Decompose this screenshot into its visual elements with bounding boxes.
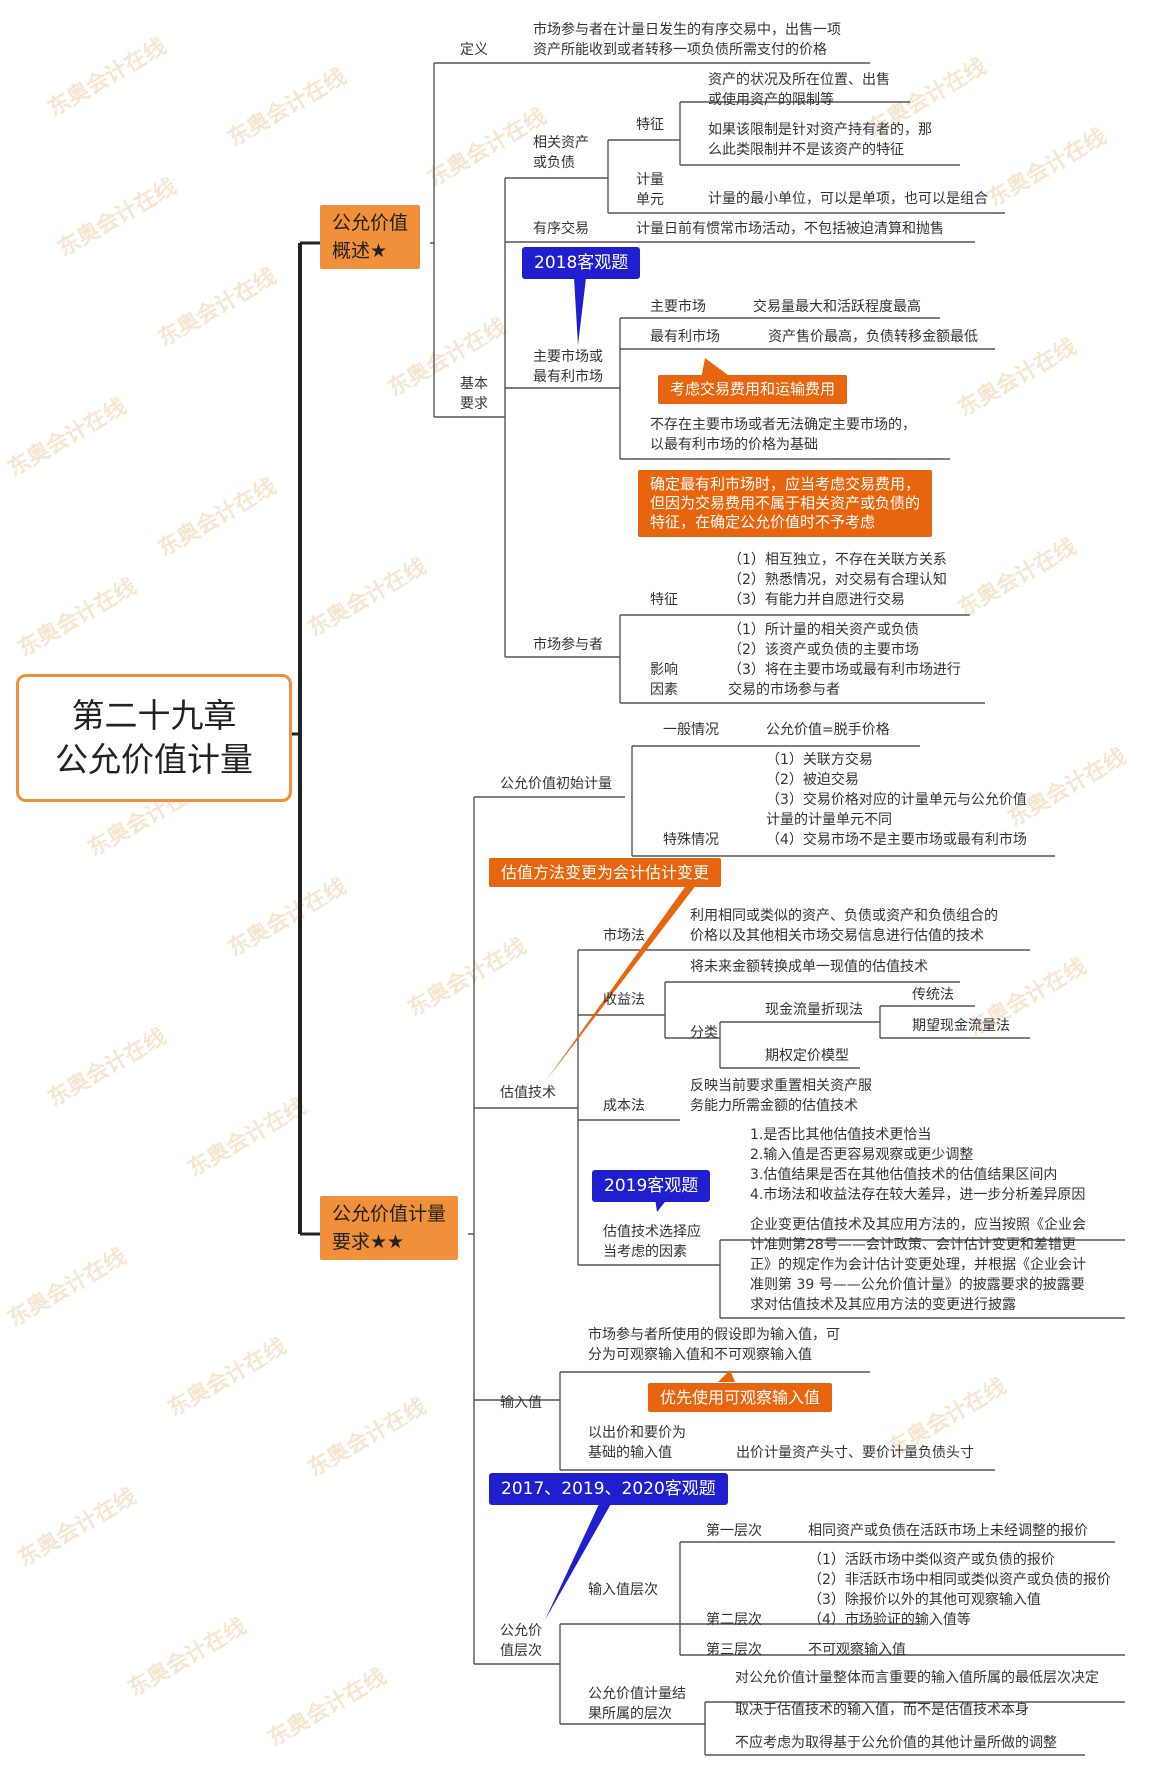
level-2-label: 第二层次 [706,1612,762,1628]
input-hierarchy-label: 输入值层次 [588,1582,658,1598]
result-item-2: 取决于估值技术的输入值，而不是估值技术本身 [735,1702,1029,1718]
dcf-label: 现金流量折现法 [765,1002,863,1018]
related-asset-label: 相关资产 或负债 [533,135,589,171]
input-text: 市场参与者所使用的假设即为输入值，可 分为可观察输入值和不可观察输入值 [588,1327,840,1363]
tag-2019: 2019客观题 [592,1170,711,1202]
participant-feature-label: 特征 [650,592,678,608]
selection-factors-text: 1.是否比其他估值技术更恰当 2.输入值是否更容易观察或更少调整 3.估值结果是… [750,1127,1086,1203]
tag-2018: 2018客观题 [522,247,641,279]
level-3-label: 第三层次 [706,1642,762,1658]
income-approach-label: 收益法 [603,992,645,1008]
participant-factor-text: （1）所计量的相关资产或负债 （2）该资产或负债的主要市场 （3）将在主要市场或… [728,622,961,698]
unit-text: 计量的最小单位，可以是单项，也可以是组合 [708,191,988,207]
feature-item-2: 如果该限制是针对资产持有者的，那 么此类限制并不是该资产的特征 [708,122,932,158]
orderly-text: 计量日前有惯常市场活动，不包括被迫清算和抛售 [636,221,944,237]
advantageous-market-text: 资产售价最高，负债转移金额最低 [768,329,978,345]
result-item-1: 对公允价值计量整体而言重要的输入值所属的最低层次决定 [735,1670,1099,1686]
participant-factor-label: 影响 因素 [650,662,678,698]
definition-label: 定义 [460,42,488,58]
callout-observable-input: 优先使用可观察输入值 [648,1383,833,1412]
general-case-text: 公允价值=脱手价格 [766,722,890,738]
traditional-method: 传统法 [912,987,954,1003]
hierarchy-label: 公允价 值层次 [500,1623,542,1659]
option-pricing-label: 期权定价模型 [765,1048,849,1064]
no-principal-text: 不存在主要市场或者无法确定主要市场的， 以最有利市场的价格为基础 [650,417,916,453]
principal-market-text: 交易量最大和活跃程度最高 [753,299,921,315]
basic-requirement-label: 基本 要求 [460,376,488,412]
level-3-text: 不可观察输入值 [808,1642,906,1658]
result-level-label: 公允价值计量结 果所属的层次 [588,1686,686,1722]
technique-change-text: 企业变更估值技术及其应用方法的，应当按照《企业会 计准则第28号——会计政策、会… [750,1217,1086,1313]
callout-advantageous: 确定最有利市场时，应当考虑交易费用， 但因为交易费用不属于相关资产或负债的 特征… [638,470,933,537]
classification-label: 分类 [690,1025,718,1041]
special-case-text: （1）关联方交易 （2）被迫交易 （3）交易价格对应的计量单元与公允价值 计量的… [766,752,1027,848]
cost-approach-label: 成本法 [603,1098,645,1114]
node-overview: 公允价值 概述★ [320,205,421,269]
callout-transaction-cost: 考虑交易费用和运输费用 [658,375,848,404]
definition-text: 市场参与者在计量日发生的有序交易中，出售一项 资产所能收到或者转移一项负债所需支… [533,22,841,58]
chapter-title: 第二十九章 公允价值计量 [16,674,292,802]
node-requirements: 公允价值计量 要求★★ [320,1196,459,1260]
level-1-label: 第一层次 [706,1523,762,1539]
unit-label: 计量 单元 [636,172,664,208]
market-approach-text: 利用相同或类似的资产、负债或资产和负债组合的 价格以及其他相关市场交易信息进行估… [690,908,998,944]
orderly-label: 有序交易 [533,221,589,237]
cost-approach-text: 反映当前要求重置相关资产服 务能力所需金额的估值技术 [690,1078,872,1114]
feature-label: 特征 [636,117,664,133]
general-case-label: 一般情况 [663,722,719,738]
principal-market-label: 主要市场 [650,299,706,315]
callout-valuation-change: 估值方法变更为会计估计变更 [489,858,722,887]
advantageous-market-label: 最有利市场 [650,329,720,345]
feature-item-1: 资产的状况及所在位置、出售 或使用资产的限制等 [708,72,890,108]
input-label: 输入值 [500,1395,542,1411]
participant-label: 市场参与者 [533,637,603,653]
result-item-3: 不应考虑为取得基于公允价值的其他计量所做的调整 [735,1735,1057,1751]
bid-ask-text: 出价计量资产头寸、要价计量负债头寸 [736,1445,974,1461]
market-label: 主要市场或 最有利市场 [533,349,603,385]
special-case-label: 特殊情况 [663,832,719,848]
expected-cashflow-method: 期望现金流量法 [912,1018,1010,1034]
income-approach-text: 将未来金额转换成单一现值的估值技术 [690,959,928,975]
valuation-technique-label: 估值技术 [500,1085,556,1101]
bid-ask-label: 以出价和要价为 基础的输入值 [588,1425,686,1461]
level-1-text: 相同资产或负债在活跃市场上未经调整的报价 [808,1523,1088,1539]
level-2-text: （1）活跃市场中类似资产或负债的报价 （2）非活跃市场中相同或类似资产或负债的报… [808,1552,1111,1628]
initial-measurement-label: 公允价值初始计量 [500,776,612,792]
tag-2017-2019-2020: 2017、2019、2020客观题 [489,1473,728,1505]
market-approach-label: 市场法 [603,928,645,944]
participant-feature-text: （1）相互独立，不存在关联方关系 （2）熟悉情况，对交易有合理认知 （3）有能力… [728,552,947,608]
selection-factors-label: 估值技术选择应 当考虑的因素 [603,1224,701,1260]
